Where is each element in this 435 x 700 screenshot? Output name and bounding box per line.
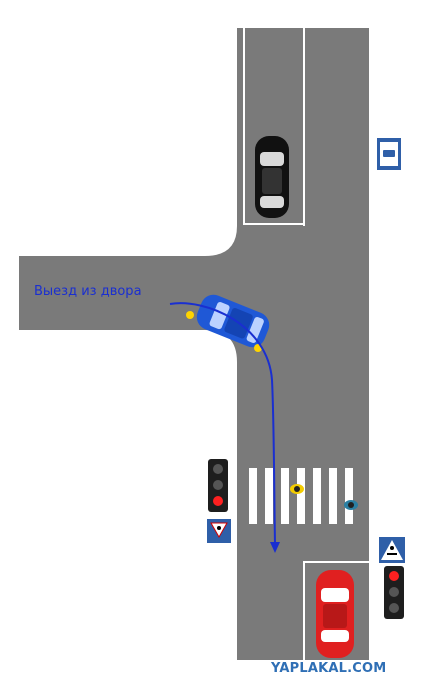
parking-box-bottom (303, 561, 369, 660)
parking-box-top (243, 28, 304, 225)
traffic-light-right (384, 566, 404, 619)
black-car (255, 136, 289, 218)
red-car (316, 570, 354, 658)
watermark: YAPLAKAL.COM (271, 661, 387, 676)
traffic-light-left (208, 459, 228, 512)
bus-stop-sign-icon (377, 138, 401, 170)
courtyard-exit-label: Выезд из двора (34, 284, 142, 299)
road-corner-top (205, 226, 237, 256)
pedestrian-crossing-sign-icon (379, 537, 405, 563)
crosswalk (249, 468, 353, 524)
pedestrian-teal (344, 500, 358, 510)
yield-crossing-sign-icon (207, 519, 231, 543)
pedestrian-yellow (290, 484, 304, 494)
path-arrow (169, 302, 276, 546)
hazard-blinker-icon (186, 311, 262, 352)
arrow-head (270, 542, 280, 553)
